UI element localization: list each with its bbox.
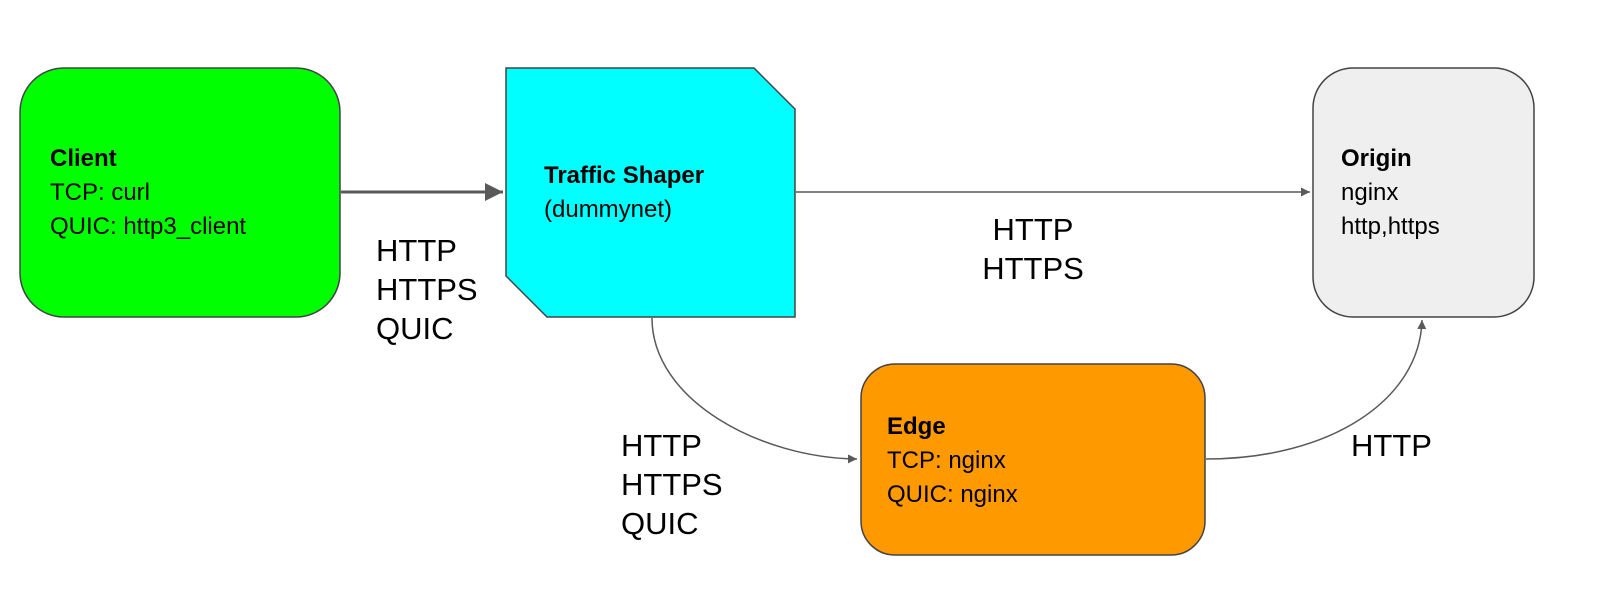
client-node: Client TCP: curl QUIC: http3_client [50,142,246,244]
protocol-label: HTTP [992,212,1074,247]
origin-node-shape [1312,67,1535,318]
edge-node: Edge TCP: nginx QUIC: nginx [887,410,1018,512]
protocol-label: HTTP [376,233,457,268]
traffic-shaper-node-shape [505,67,796,318]
client-to-shaper-label: HTTP HTTPS QUIC [376,231,478,348]
origin-line-server: nginx [1341,179,1399,206]
origin-title: Origin [1341,145,1412,172]
edge-node-shape [860,363,1206,556]
edge-title: Edge [887,413,946,440]
protocol-label: QUIC [376,311,454,346]
origin-node: Origin nginx http,https [1341,142,1440,244]
connector-shaper-to-edge [651,317,858,464]
client-node-shape [19,67,341,318]
traffic-shaper-node: Traffic Shaper (dummynet) [544,159,704,227]
origin-line-protocols: http,https [1341,213,1440,240]
shaper-to-origin-label: HTTP HTTPS [980,210,1086,288]
protocol-label: HTTPS [621,467,723,502]
connector-edge-to-origin [1205,319,1427,460]
client-title: Client [50,145,117,172]
shaper-to-edge-label: HTTP HTTPS QUIC [621,426,723,543]
edge-line-quic: QUIC: nginx [887,481,1018,508]
client-line-tcp: TCP: curl [50,179,151,206]
edge-to-origin-label: HTTP [1351,426,1432,465]
traffic-shaper-subtitle: (dummynet) [544,196,673,223]
protocol-label: HTTP [621,428,702,463]
protocol-label: HTTP [1351,428,1432,463]
client-line-quic: QUIC: http3_client [50,213,247,240]
traffic-shaper-title: Traffic Shaper [544,162,705,189]
edge-line-tcp: TCP: nginx [887,447,1006,474]
protocol-label: QUIC [621,506,699,541]
protocol-label: HTTPS [376,272,478,307]
protocol-label: HTTPS [982,251,1084,286]
